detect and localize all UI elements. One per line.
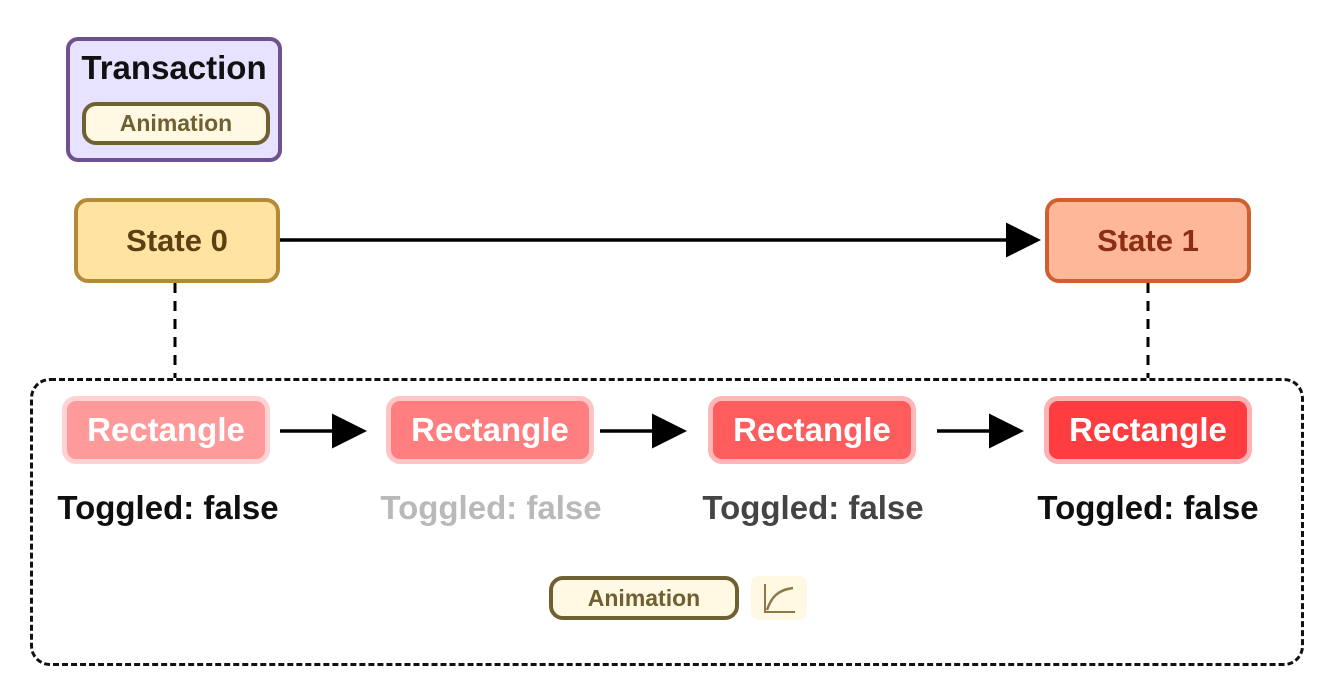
ease-out-curve-icon [751, 576, 807, 620]
transaction-animation-pill: Animation [82, 102, 270, 145]
transition-group [30, 378, 1304, 666]
rectangle-step-2: Rectangle [386, 396, 594, 464]
state-0-box: State 0 [74, 198, 280, 283]
rectangle-step-1: Rectangle [62, 396, 270, 464]
toggled-label-4: Toggled: false [1037, 489, 1259, 526]
rectangle-step-3: Rectangle [708, 396, 916, 464]
group-animation-pill: Animation [549, 576, 739, 620]
rectangle-step-4: Rectangle [1044, 396, 1252, 464]
toggled-label-3: Toggled: false [702, 489, 924, 526]
transaction-legend: Transaction Animation [66, 37, 282, 162]
state-1-box: State 1 [1045, 198, 1251, 283]
toggled-label-2: Toggled: false [380, 489, 602, 526]
transaction-label: Transaction [81, 49, 267, 86]
toggled-label-1: Toggled: false [57, 489, 279, 526]
